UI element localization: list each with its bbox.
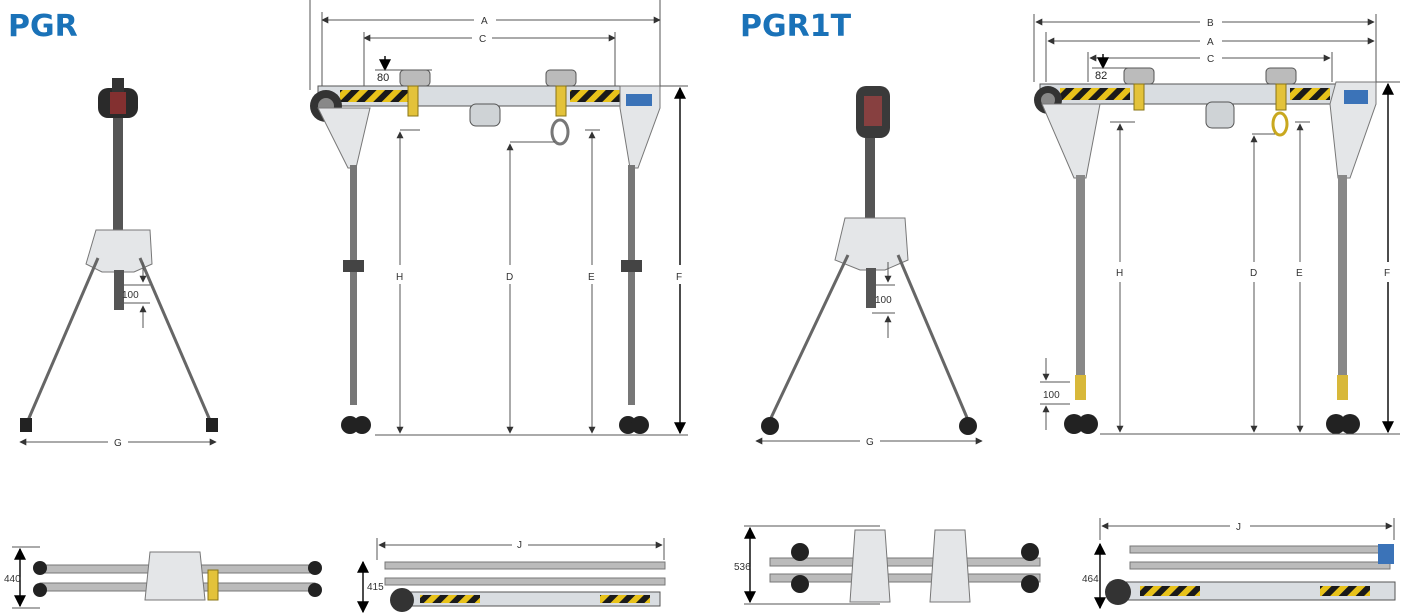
pgr1t-dim-a: A bbox=[1207, 37, 1214, 48]
pgr-dim-h: H bbox=[396, 272, 403, 283]
pgr1t-dim-h: H bbox=[1116, 268, 1123, 279]
pgr-folded-height: 440 bbox=[4, 574, 21, 585]
pgr1t-folded-side-view: J 464 bbox=[1082, 518, 1396, 610]
pgr1t-side-width-label: G bbox=[866, 437, 874, 448]
pgr1t-dim-c: C bbox=[1207, 54, 1214, 65]
pgr1t-dim-d: D bbox=[1250, 268, 1257, 279]
pgr-dim-a: A bbox=[481, 16, 488, 27]
pgr-folded-length: J bbox=[517, 540, 522, 551]
pgr-front-view: A C 80 H bbox=[309, 0, 688, 436]
pgr1t-folded-top-view: 536 bbox=[734, 525, 1041, 605]
pgr1t-folded-side-height: 464 bbox=[1082, 574, 1099, 585]
pgr-dim-d: D bbox=[506, 272, 513, 283]
pgr-side-width-label: G bbox=[114, 438, 122, 449]
pgr1t-title: PGR1T bbox=[740, 9, 852, 44]
pgr1t-front-view: B A C 82 bbox=[1033, 14, 1400, 435]
pgr-dim-c: C bbox=[479, 34, 486, 45]
pgr1t-dim-b: B bbox=[1207, 18, 1214, 29]
pgr1t-dim-e: E bbox=[1296, 268, 1303, 279]
pgr1t-dim-f: F bbox=[1384, 268, 1390, 279]
pgr-dim-e: E bbox=[588, 272, 595, 283]
pgr1t-wheel-gap: 100 bbox=[1043, 390, 1060, 401]
pgr1t-trolley-gap: 82 bbox=[1095, 70, 1107, 82]
pgr-side-view: 100 G bbox=[19, 78, 218, 449]
pgr-dim-f: F bbox=[676, 272, 682, 283]
pgr1t-folded-height: 536 bbox=[734, 562, 751, 573]
pgr-trolley-gap: 80 bbox=[377, 72, 389, 84]
pgr1t-folded-length: J bbox=[1236, 522, 1241, 533]
pgr-folded-top-view: 440 bbox=[4, 546, 322, 609]
pgr-side-hook-gap: 100 bbox=[122, 290, 139, 301]
pgr-title: PGR bbox=[8, 9, 78, 44]
pgr-folded-side-height: 415 bbox=[367, 582, 384, 593]
pgr-folded-side-view: J 415 bbox=[357, 538, 666, 614]
pgr1t-side-hook-gap: 100 bbox=[875, 295, 892, 306]
pgr1t-side-view: 100 G bbox=[755, 86, 983, 448]
